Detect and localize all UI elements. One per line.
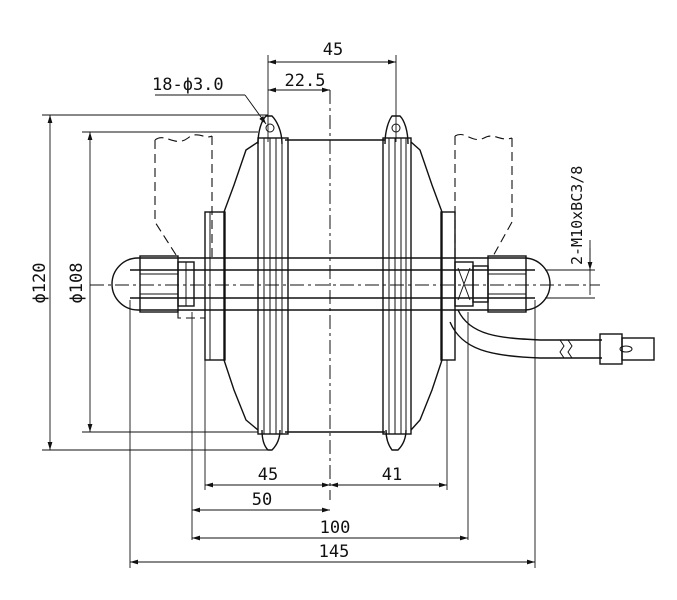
dim-axle-length: 145 xyxy=(130,542,535,565)
dim-dropout-width-label: 100 xyxy=(320,518,351,538)
dim-right-offset: 41 xyxy=(330,465,447,488)
right-axle-nut xyxy=(454,255,527,313)
dim-rim-inner: ϕ108 xyxy=(67,131,258,433)
dim-rim-outer-label: ϕ120 xyxy=(30,263,50,304)
dim-dropout-width: 100 xyxy=(192,518,468,541)
spoke-flange-right xyxy=(384,115,409,451)
dim-left-total: 50 xyxy=(192,490,330,513)
dim-thread-spec-label: 2-M10xBC3/8 xyxy=(568,166,586,265)
right-fork-dropout xyxy=(454,134,513,259)
dim-thread-spec: 2-M10xBC3/8 xyxy=(545,166,595,299)
dim-left-offset: 45 xyxy=(205,465,330,488)
dim-half-width: 22.5 xyxy=(268,71,330,93)
dim-left-total-label: 50 xyxy=(252,490,272,510)
dim-left-offset-label: 45 xyxy=(258,465,278,485)
dim-spoke-holes: 18-ϕ3.0 xyxy=(152,75,267,125)
dim-spoke-holes-label: 18-ϕ3.0 xyxy=(152,75,224,95)
left-axle-nut xyxy=(139,255,195,313)
spoke-flange-left xyxy=(257,115,283,451)
cable-connector xyxy=(599,333,655,365)
dim-rim-outer: ϕ120 xyxy=(30,114,268,451)
left-fork-dropout xyxy=(154,134,213,319)
dim-right-offset-label: 41 xyxy=(382,465,402,485)
bottom-extension-lines xyxy=(129,300,536,568)
axle xyxy=(111,257,551,311)
dim-rim-inner-label: ϕ108 xyxy=(67,263,87,304)
dim-half-width-label: 22.5 xyxy=(285,71,326,91)
motor-cable xyxy=(449,309,602,359)
dim-axle-length-label: 145 xyxy=(319,542,350,562)
dim-hub-width: 45 xyxy=(267,40,397,142)
dim-hub-width-label: 45 xyxy=(323,40,343,60)
